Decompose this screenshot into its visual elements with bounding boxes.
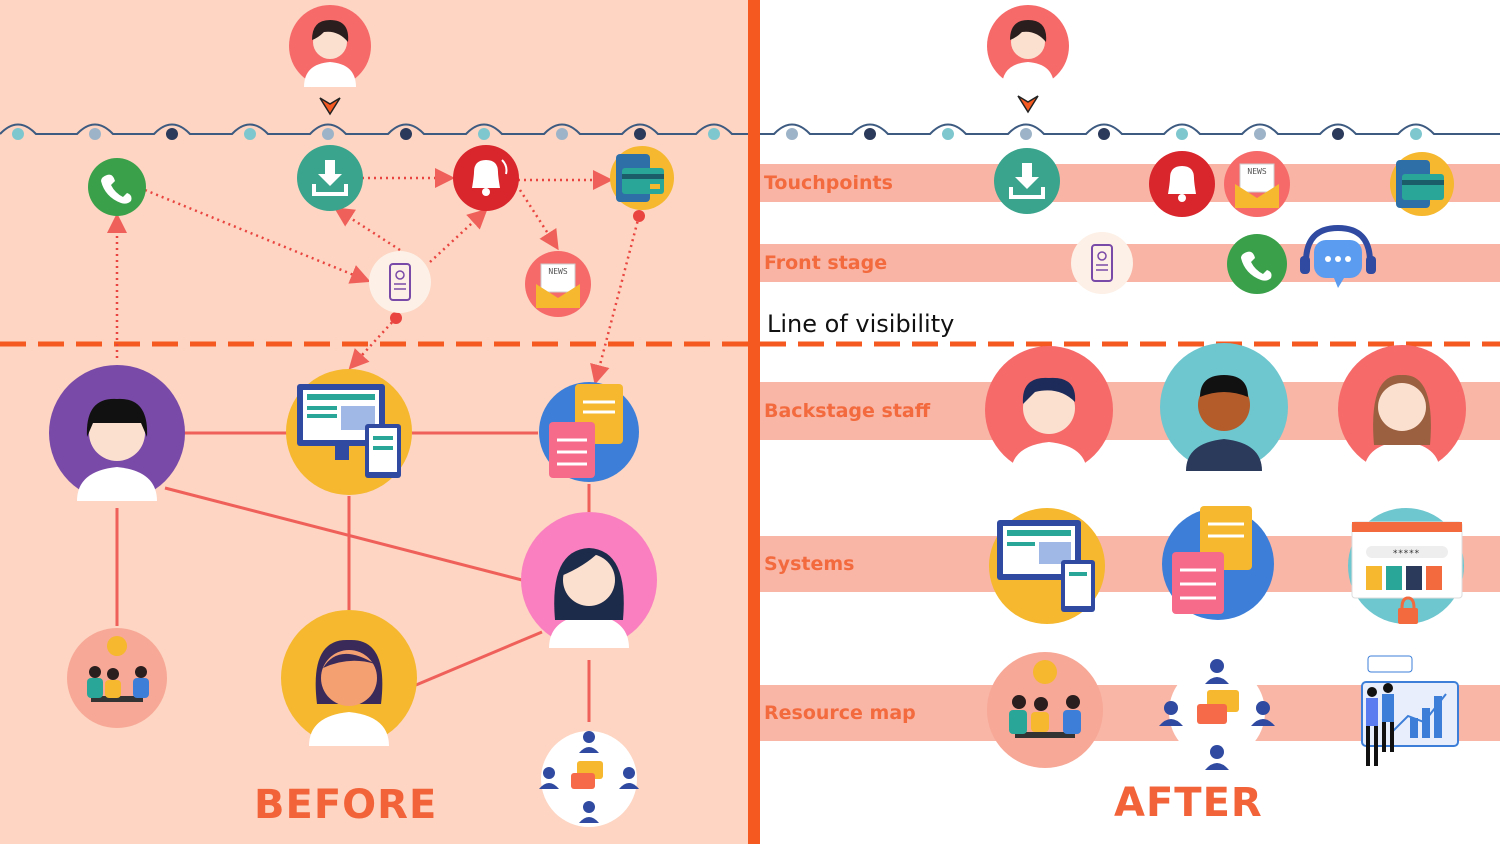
staff-avatar-purple	[49, 365, 185, 501]
newsletter-icon: NEWS	[525, 251, 591, 317]
before-label: BEFORE	[254, 782, 437, 828]
svg-text:NEWS: NEWS	[1247, 167, 1266, 176]
notification-bell-icon	[453, 145, 519, 211]
download-icon	[297, 145, 363, 211]
customer-avatar-after	[987, 5, 1069, 87]
secure-login-icon: *****	[1348, 508, 1464, 624]
mobile-app-icon	[369, 251, 431, 313]
download-icon	[994, 148, 1060, 214]
mobile-app-icon	[1071, 232, 1133, 294]
payment-card-icon	[610, 146, 674, 210]
lane-label-touchpoints: Touchpoints	[764, 172, 893, 194]
team-meeting-icon	[987, 652, 1103, 768]
svg-text:*****: *****	[1392, 549, 1419, 559]
customer-avatar-before	[289, 5, 371, 87]
analytics-presentation-icon	[1362, 656, 1458, 766]
staff-avatar-teal	[1160, 343, 1288, 471]
lane-label-front-stage: Front stage	[764, 252, 887, 274]
payment-card-icon	[1390, 152, 1454, 216]
pointer-icon	[1018, 96, 1038, 112]
staff-avatar-pink	[521, 512, 657, 648]
desktop-computer-icon	[989, 508, 1105, 624]
staff-avatar-coral	[1338, 345, 1466, 473]
documents-icon	[1162, 506, 1274, 620]
notification-bell-icon	[1149, 151, 1215, 217]
after-label: AFTER	[1114, 780, 1263, 826]
team-meeting-icon	[67, 628, 167, 728]
lane-label-systems: Systems	[764, 553, 854, 575]
staff-avatar-yellow	[281, 610, 417, 746]
documents-icon	[539, 382, 639, 482]
timeline-after-dots	[786, 128, 1422, 140]
customer-support-chat-icon	[1159, 659, 1275, 770]
newsletter-icon: NEWS	[1224, 151, 1290, 217]
staff-avatar-red	[985, 346, 1113, 474]
desktop-computer-icon	[286, 369, 412, 495]
lane-label-backstage-staff: Backstage staff	[764, 400, 930, 422]
svg-text:NEWS: NEWS	[548, 267, 567, 276]
lane-label-resource-map: Resource map	[764, 702, 916, 724]
line-of-visibility-label: Line of visibility	[767, 310, 954, 338]
phone-icon	[1227, 234, 1287, 294]
center-divider	[748, 0, 760, 844]
phone-icon	[88, 158, 146, 216]
